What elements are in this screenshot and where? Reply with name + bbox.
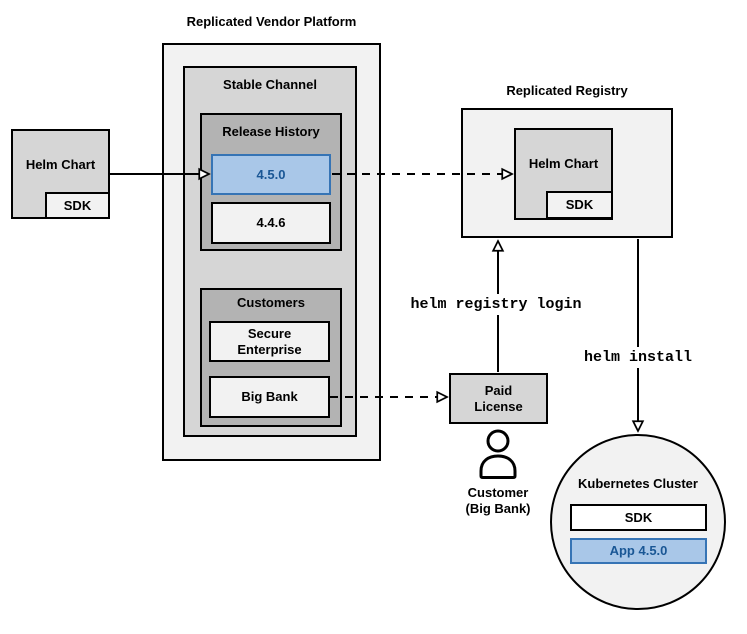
- k8s-sdk-box: SDK: [570, 504, 707, 531]
- customer-item-secure-enterprise: Secure Enterprise: [209, 321, 330, 362]
- paid-license-box: Paid License: [449, 373, 548, 424]
- person-icon: [479, 429, 517, 479]
- customer-item-big-bank: Big Bank: [209, 376, 330, 418]
- helm-registry-login-label: helm registry login: [400, 294, 592, 315]
- secure-enterprise-label: Secure Enterprise: [237, 325, 302, 357]
- release-item-450: 4.5.0: [211, 154, 331, 195]
- platform-title: Replicated Vendor Platform: [186, 14, 357, 29]
- customer-caption: Customer (Big Bank): [448, 485, 548, 517]
- release-history-label: Release History: [222, 124, 320, 139]
- k8s-cluster-title: Kubernetes Cluster: [578, 476, 698, 491]
- registry-sdk-box: SDK: [546, 191, 613, 219]
- stable-channel-label: Stable Channel: [223, 77, 317, 92]
- customers-label: Customers: [237, 295, 305, 310]
- registry-title: Replicated Registry: [506, 83, 628, 98]
- paid-license-label: Paid License: [474, 382, 523, 414]
- release-item-446: 4.4.6: [211, 202, 331, 244]
- customer-caption-line1: Customer: [467, 485, 529, 500]
- k8s-app-box: App 4.5.0: [570, 538, 707, 564]
- helm-chart-sdk-box: SDK: [45, 192, 110, 219]
- customer-caption-line2: (Big Bank): [465, 501, 531, 516]
- helm-install-label: helm install: [578, 347, 698, 368]
